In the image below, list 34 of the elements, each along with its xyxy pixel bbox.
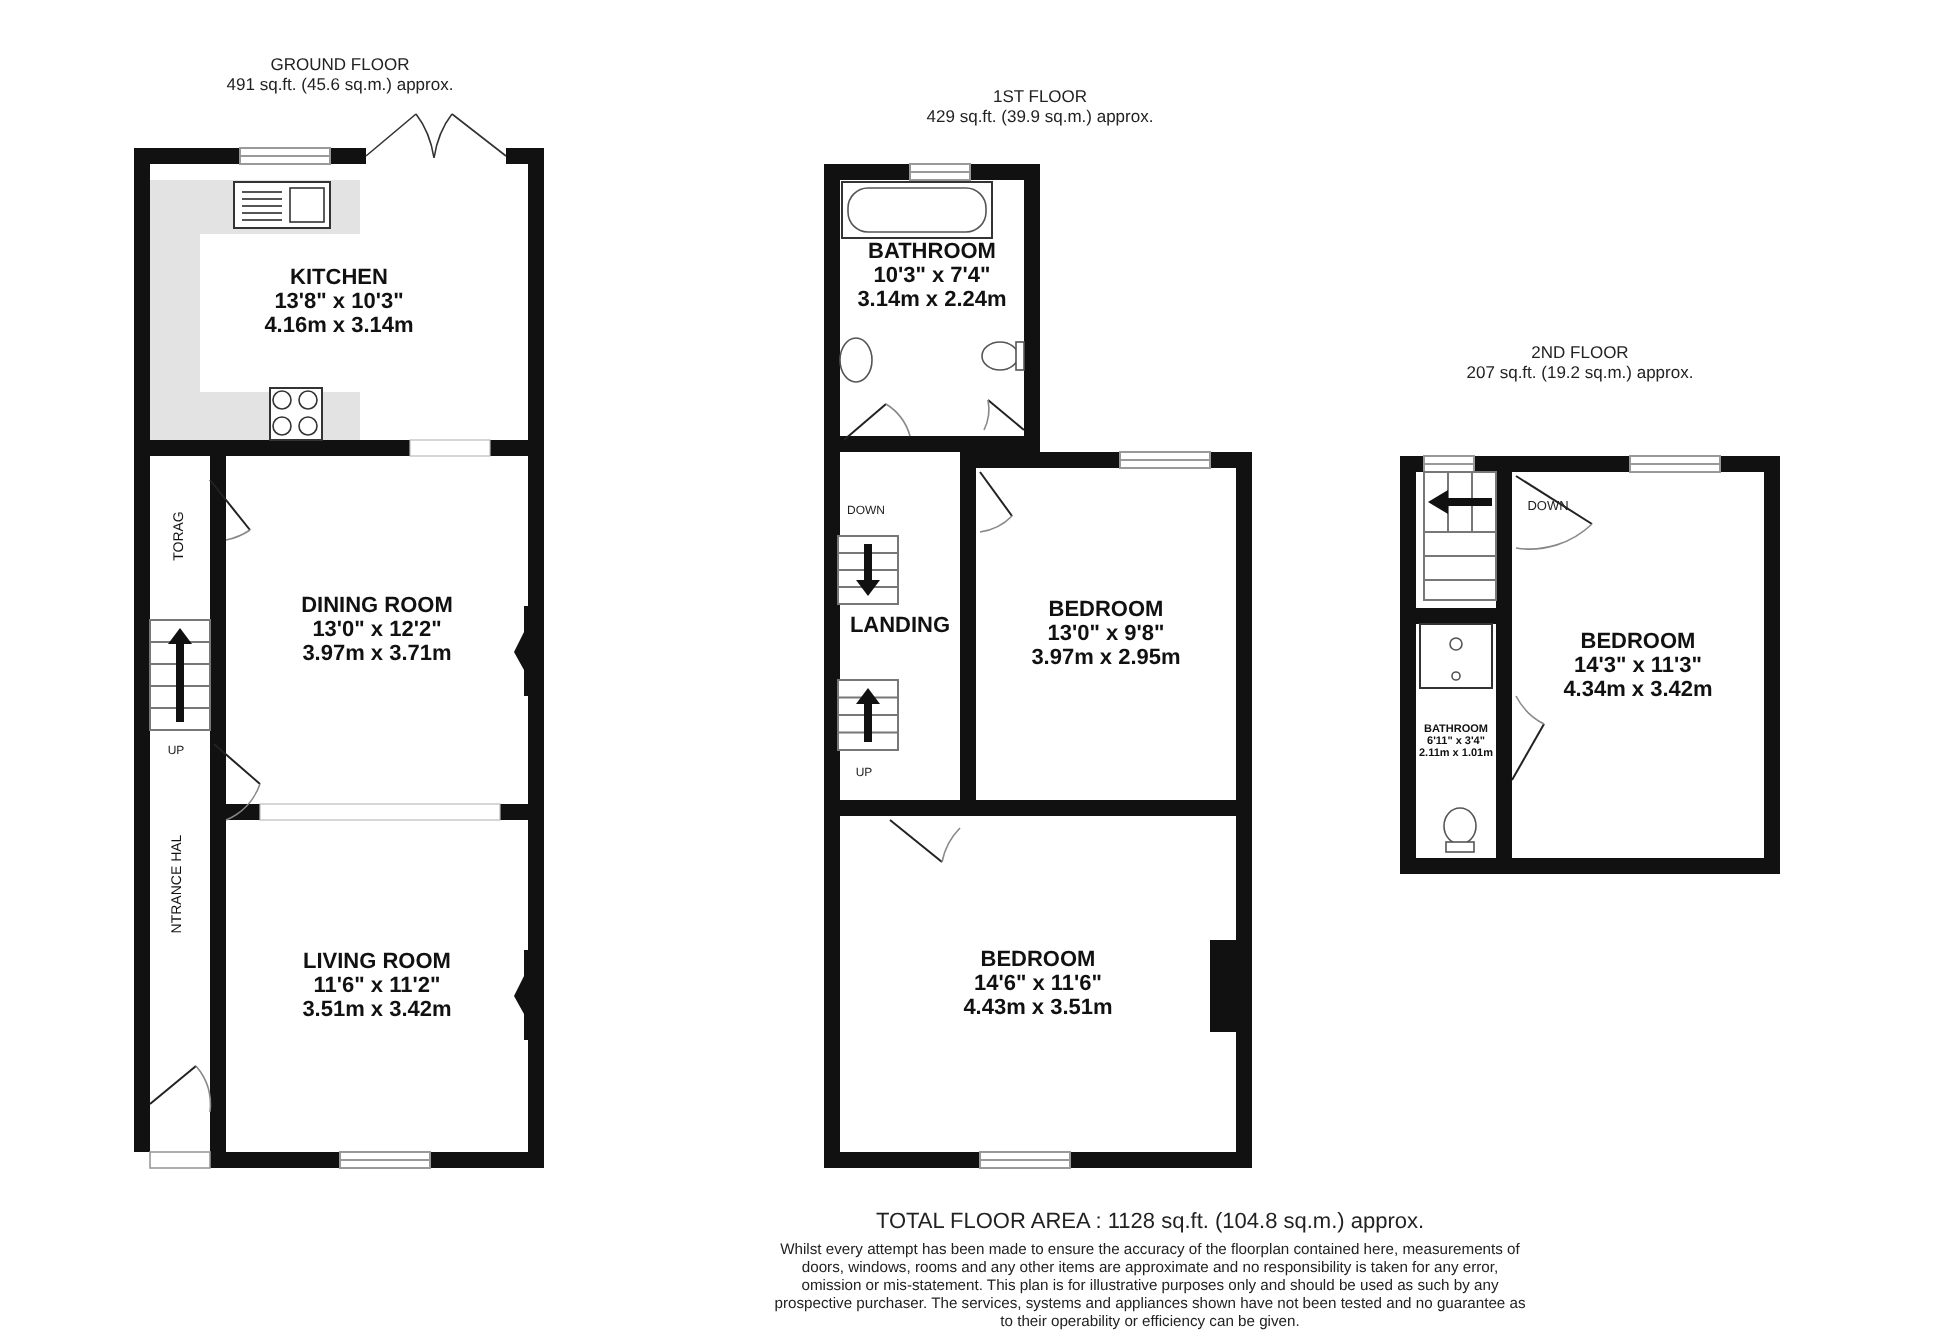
room-dimensions: 3.51m x 3.42m (302, 998, 452, 1022)
room-outline (1496, 456, 1780, 874)
room-name: BEDROOM (980, 948, 1096, 972)
room-dimensions: 11'6" x 11'2" (313, 974, 441, 998)
room-outline (210, 820, 544, 1168)
floor-heading: 1ST FLOOR (992, 86, 1088, 106)
floor-area: 429 sq.ft. (39.9 sq.m.) approx. (926, 106, 1154, 126)
room-name: BATHROOM (868, 240, 996, 264)
room-outline (824, 816, 1252, 1168)
floor-area: 207 sq.ft. (19.2 sq.m.) approx. (1466, 362, 1694, 382)
room-outline (210, 456, 544, 820)
room-name: LANDING (849, 614, 951, 638)
room-name: BEDROOM (1580, 629, 1696, 653)
room-dimensions: 14'3" x 11'3" (1574, 653, 1702, 677)
room-dimensions: 13'0" x 9'8" (1047, 622, 1165, 646)
room-dimensions: 3.97m x 3.71m (302, 642, 452, 666)
room-dimensions: 13'0" x 12'2" (312, 618, 442, 642)
floor-heading: GROUND FLOOR (270, 54, 410, 74)
room-name: LIVING ROOM (303, 950, 451, 974)
room-name: BEDROOM (1048, 598, 1164, 622)
room-outline (960, 452, 1252, 816)
room-dimensions: 4.43m x 3.51m (963, 996, 1113, 1020)
room-dimensions: 3.97m x 2.95m (1031, 646, 1181, 670)
room-dimensions: 14'6" x 11'6" (974, 972, 1102, 996)
room-dimensions: 4.16m x 3.14m (264, 314, 414, 338)
floor-heading: 2ND FLOOR (1531, 342, 1629, 362)
room-dimensions: 4.34m x 3.42m (1563, 677, 1713, 701)
room-name: KITCHEN (290, 266, 388, 290)
floor-area: 491 sq.ft. (45.6 sq.m.) approx. (226, 74, 454, 94)
room-dimensions: 13'8" x 10'3" (274, 290, 404, 314)
room-dimensions: 10'3" x 7'4" (873, 264, 991, 288)
room-name: DINING ROOM (301, 594, 453, 618)
room-dimensions: 3.14m x 2.24m (857, 288, 1007, 312)
total-floor-area: TOTAL FLOOR AREA : 1128 sq.ft. (104.8 sq.m.) approx. (875, 1210, 1425, 1235)
